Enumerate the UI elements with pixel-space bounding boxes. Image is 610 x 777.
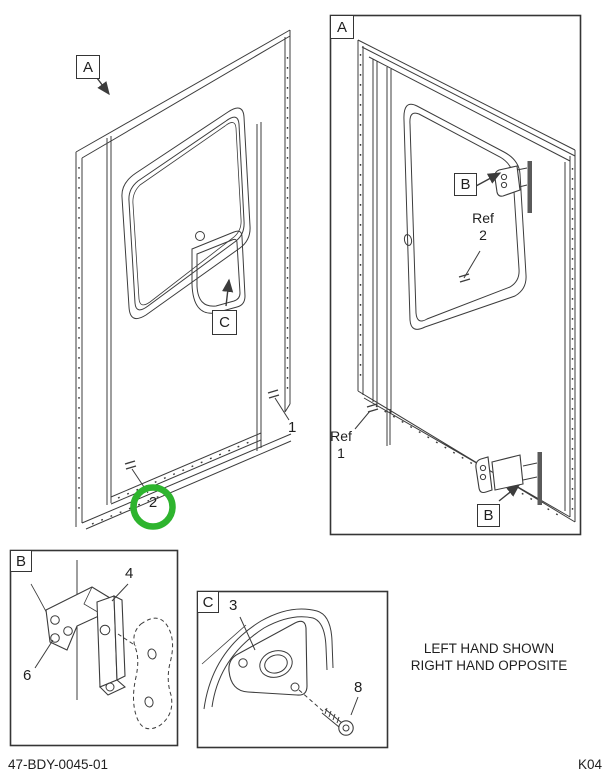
ref-2-num: 2: [479, 227, 487, 243]
hand-orientation-note: LEFT HAND SHOWN RIGHT HAND OPPOSITE: [398, 641, 580, 674]
selection-highlight-circle: [130, 484, 176, 530]
bottom-hinge: [475, 452, 542, 505]
callout-8[interactable]: 8: [354, 679, 363, 696]
page-code: K04: [577, 757, 602, 772]
ref-1-label[interactable]: Ref 1: [323, 428, 359, 462]
ref-2-label[interactable]: Ref 2: [465, 210, 501, 244]
main-door-view: [75, 29, 292, 530]
detail-a-view: [329, 14, 582, 536]
detail-b-hinge-view: [9, 549, 179, 747]
callout-2-highlighted[interactable]: 2: [148, 494, 158, 511]
detail-c-plate-view: [196, 590, 389, 749]
detail-b-corner-label: B: [10, 550, 32, 572]
document-number: 47-BDY-0045-01: [8, 757, 109, 772]
ref-1-word: Ref: [330, 428, 352, 444]
arrow-view-a: [96, 77, 110, 96]
note-line-1: LEFT HAND SHOWN: [423, 641, 555, 656]
arrow-view-c: [222, 278, 234, 307]
cutout-mount-hole: [195, 231, 205, 241]
detail-c-corner-label: C: [197, 591, 219, 613]
view-label-b-top: B: [454, 173, 477, 196]
screw: [321, 707, 354, 736]
callout-1[interactable]: 1: [288, 419, 297, 436]
note-line-2: RIGHT HAND OPPOSITE: [410, 657, 568, 673]
detail-a-corner-label: A: [330, 15, 354, 39]
view-label-b-bottom: B: [477, 504, 500, 527]
callout-6[interactable]: 6: [23, 667, 32, 684]
top-hinge: [494, 161, 532, 213]
ref-1-num: 1: [337, 445, 345, 461]
ref-2-word: Ref: [472, 210, 494, 226]
view-label-c-main: C: [212, 310, 237, 335]
arrow-hinge-top: [475, 172, 502, 187]
view-label-a-main: A: [76, 55, 100, 79]
arrow-hinge-bottom: [498, 484, 521, 502]
callout-4[interactable]: 4: [125, 565, 134, 582]
callout-3[interactable]: 3: [229, 597, 238, 614]
